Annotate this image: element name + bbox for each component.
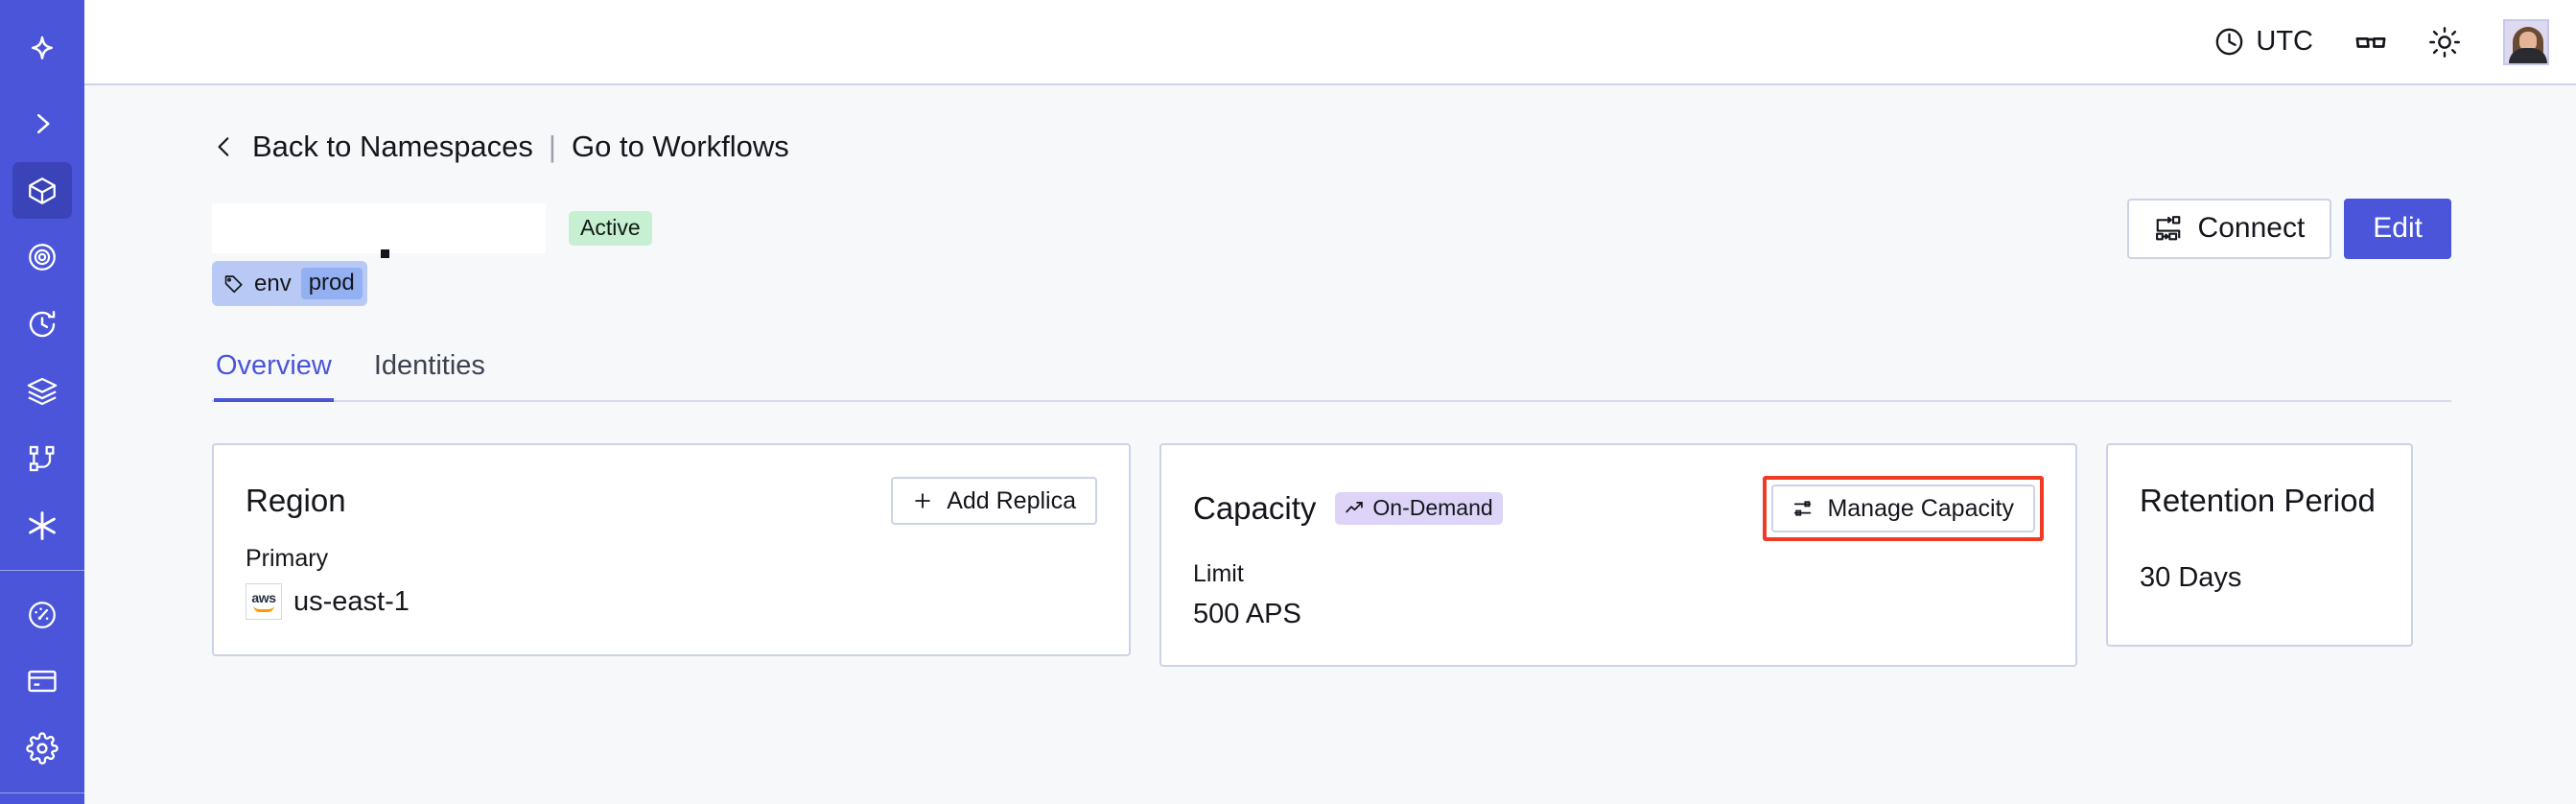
sidebar-item-observability[interactable] xyxy=(12,228,72,286)
add-replica-button[interactable]: Add Replica xyxy=(891,477,1097,525)
manage-capacity-button[interactable]: Manage Capacity xyxy=(1771,485,2035,532)
top-bar: UTC xyxy=(84,0,2576,85)
breadcrumb-workflows-link[interactable]: Go to Workflows xyxy=(571,130,789,163)
gear-icon xyxy=(26,732,59,765)
workflow-nodes-icon xyxy=(29,445,55,472)
page-content: Back to Namespaces | Go to Workflows Act… xyxy=(84,85,2576,804)
title-caret-dot xyxy=(381,249,389,258)
namespace-tags: env prod xyxy=(212,261,2451,306)
timezone-label: UTC xyxy=(2256,26,2313,57)
retention-value: 30 Days xyxy=(2140,562,2242,593)
on-demand-badge-label: On-Demand xyxy=(1372,495,1493,520)
sidebar-divider-1 xyxy=(0,569,84,571)
sidebar-divider-2 xyxy=(0,792,84,794)
app-logo-icon[interactable] xyxy=(12,19,72,77)
capacity-limit-label: Limit xyxy=(1193,560,1244,587)
page-title xyxy=(212,203,546,258)
accessibility-button[interactable] xyxy=(2354,25,2388,59)
region-primary-value-row: aws us-east-1 xyxy=(246,583,1097,620)
aws-logo-text: aws xyxy=(251,590,276,605)
capacity-card-header: Capacity On-Demand xyxy=(1193,476,2044,541)
capacity-card-title: Capacity xyxy=(1193,490,1317,526)
sidebar-item-billing[interactable] xyxy=(12,652,72,710)
clock-icon xyxy=(2213,26,2245,58)
breadcrumb: Back to Namespaces | Go to Workflows xyxy=(212,130,2451,164)
tag-icon xyxy=(223,273,245,295)
sun-icon xyxy=(2428,26,2461,59)
add-replica-label: Add Replica xyxy=(947,486,1076,514)
tag-key: env xyxy=(254,270,292,296)
user-avatar[interactable] xyxy=(2503,18,2549,65)
retention-card-title: Retention Period xyxy=(2140,483,2376,518)
chevron-left-icon[interactable] xyxy=(212,131,237,162)
sidebar-item-workflows[interactable] xyxy=(12,430,72,487)
namespace-tabs: Overview Identities xyxy=(212,348,2451,402)
history-clock-icon xyxy=(29,311,56,338)
tab-overview[interactable]: Overview xyxy=(214,350,334,402)
avatar-body xyxy=(2509,47,2547,63)
capacity-card: Capacity On-Demand xyxy=(1159,443,2077,667)
timezone-selector[interactable]: UTC xyxy=(2213,26,2313,58)
asterisk-icon xyxy=(29,510,56,540)
capacity-limit-value: 500 APS xyxy=(1193,599,1301,629)
manage-capacity-label: Manage Capacity xyxy=(1827,494,2014,522)
region-primary-label: Primary xyxy=(246,545,329,572)
sidebar-item-batch-operations[interactable] xyxy=(12,363,72,420)
sidebar-item-nexus[interactable] xyxy=(12,497,72,555)
trending-up-icon xyxy=(1345,498,1365,518)
theme-toggle-button[interactable] xyxy=(2428,26,2461,59)
region-card-title: Region xyxy=(246,483,346,518)
connect-button-label: Connect xyxy=(2197,212,2306,244)
retention-card: Retention Period 30 Days xyxy=(2106,443,2413,647)
sidebar-item-expand-sidebar[interactable] xyxy=(12,95,72,153)
avatar-face xyxy=(2519,31,2537,52)
header-actions: Connect Edit xyxy=(2126,198,2451,259)
layers-stack-icon xyxy=(27,377,58,406)
plus-icon xyxy=(912,490,933,511)
region-card-header: Region Add Replica xyxy=(246,476,1097,526)
breadcrumb-back-link[interactable]: Back to Namespaces xyxy=(252,130,533,163)
connect-network-icon xyxy=(2154,214,2183,243)
chevron-right-expand-icon xyxy=(37,113,50,133)
aws-logo-swoosh xyxy=(253,605,274,612)
edit-button[interactable]: Edit xyxy=(2344,198,2451,259)
aws-logo-icon: aws xyxy=(246,583,282,620)
region-primary-value: us-east-1 xyxy=(293,585,410,617)
breadcrumb-divider: | xyxy=(548,130,556,163)
tag-chip-env[interactable]: env prod xyxy=(212,261,367,306)
gauge-icon xyxy=(29,601,56,628)
cube-icon xyxy=(29,177,56,204)
tag-value: prod xyxy=(300,268,363,299)
sidebar-item-usage[interactable] xyxy=(12,586,72,644)
main-column: UTC xyxy=(84,0,2576,804)
manage-capacity-highlight: Manage Capacity xyxy=(1763,476,2044,541)
credit-card-icon xyxy=(28,671,57,693)
sidebar-item-namespaces[interactable] xyxy=(12,161,72,220)
eye-spiral-icon xyxy=(29,244,56,272)
sidebar-item-settings[interactable] xyxy=(12,720,72,777)
overview-cards: Region Add Replica Primary xyxy=(212,443,2451,667)
region-card: Region Add Replica Primary xyxy=(212,443,1131,656)
sidebar-item-schedules[interactable] xyxy=(12,296,72,353)
namespace-title-row: Active xyxy=(212,198,2451,259)
status-badge: Active xyxy=(569,211,652,246)
sliders-icon xyxy=(1792,498,1814,519)
glasses-icon xyxy=(2354,25,2388,59)
on-demand-badge: On-Demand xyxy=(1335,492,1503,525)
primary-sidebar xyxy=(0,0,84,804)
tab-identities[interactable]: Identities xyxy=(373,350,485,381)
retention-card-header: Retention Period xyxy=(2140,476,2379,526)
connect-button[interactable]: Connect xyxy=(2126,198,2332,259)
